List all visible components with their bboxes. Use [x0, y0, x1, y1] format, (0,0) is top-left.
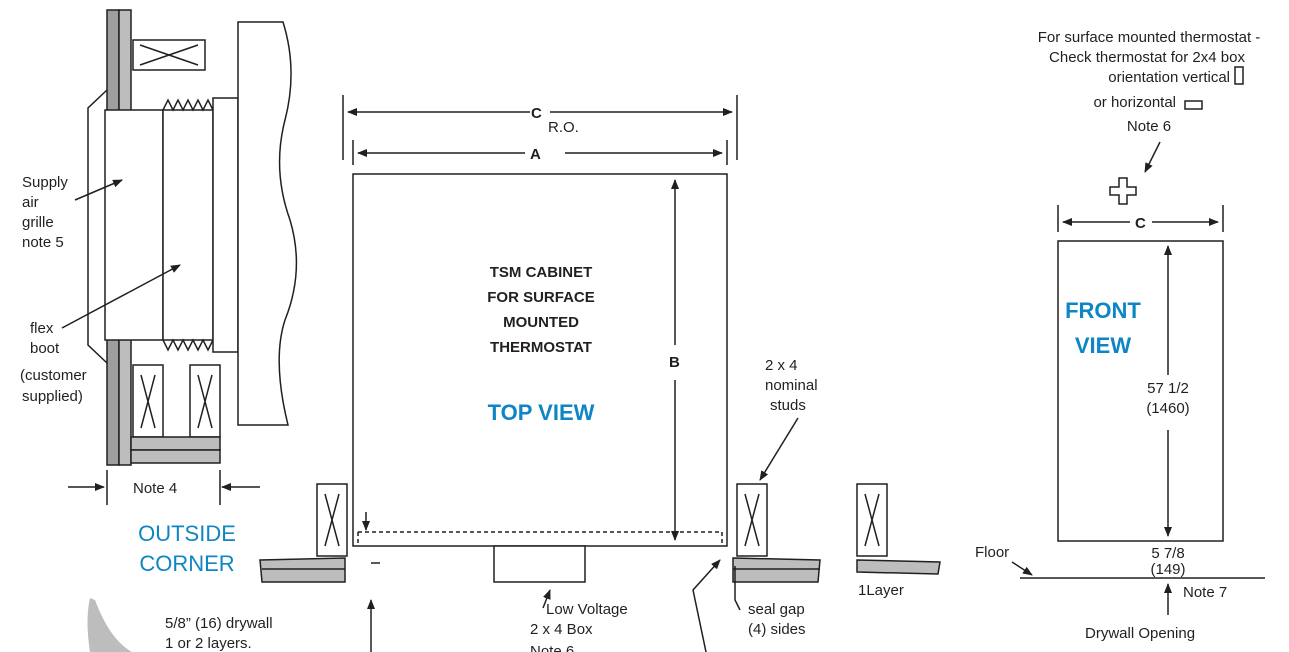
dim-b-label: B — [669, 354, 680, 371]
flex-boot-label-2: boot — [30, 340, 60, 357]
supply-grille-label-1: Supply — [22, 174, 68, 191]
studs-label-2: nominal — [765, 377, 818, 394]
low-voltage-label-1: Low Voltage — [546, 601, 628, 618]
dim-c-label: C — [531, 105, 542, 122]
stud-left — [316, 483, 348, 557]
outside-corner-title-1: OUTSIDE — [138, 521, 236, 546]
cabinet-title-3: MOUNTED — [503, 314, 579, 331]
thermostat-icon — [1109, 177, 1137, 205]
supply-grille-label-2: air — [22, 194, 39, 211]
front-dim-c-label: C — [1135, 215, 1146, 232]
base-label-1: 5 7/8 — [1151, 545, 1184, 562]
supply-grille-label-3: grille — [22, 214, 54, 231]
cabinet-title-1: TSM CABINET — [490, 264, 593, 281]
base-label-2: (149) — [1150, 561, 1185, 578]
top-view-detail — [259, 95, 941, 652]
low-voltage-label-3: Note 6 — [530, 643, 574, 652]
flex-boot-label-1: flex — [30, 320, 54, 337]
thermostat-note-2: Check thermostat for 2x4 box — [1049, 49, 1245, 66]
dim-a-label: A — [530, 146, 541, 163]
grille-box — [104, 109, 164, 341]
drywall-opening-label: Drywall Opening — [1085, 625, 1195, 642]
one-layer-label: 1Layer — [858, 582, 904, 599]
front-view-detail — [1011, 66, 1265, 615]
seal-gap-label-1: seal gap — [748, 601, 805, 618]
studs-label-3: studs — [770, 397, 806, 414]
vertical-box-icon — [1234, 66, 1244, 85]
low-voltage-box — [493, 545, 586, 583]
horizontal-box-icon — [1184, 100, 1203, 110]
dim-ro-label: R.O. — [548, 119, 579, 136]
top-view-title: TOP VIEW — [488, 400, 595, 425]
note7-label: Note 7 — [1183, 584, 1227, 601]
outside-corner-title-2: CORNER — [139, 551, 234, 576]
thermostat-note-4: or horizontal — [1093, 94, 1176, 111]
studs-label-1: 2 x 4 — [765, 357, 798, 374]
tsm-cabinet — [352, 173, 728, 547]
drywall-label-2: 1 or 2 layers. — [165, 635, 252, 652]
stud-top — [132, 39, 206, 71]
note4-label: Note 4 — [133, 480, 177, 497]
front-view-title-2: VIEW — [1075, 333, 1131, 358]
front-view-cabinet — [1057, 240, 1224, 542]
outside-corner-detail — [61, 9, 298, 652]
thermostat-note-1: For surface mounted thermostat - — [1038, 29, 1261, 46]
flex-boot — [162, 109, 214, 341]
seal-gap-label-2: (4) sides — [748, 621, 806, 638]
height-label-2: (1460) — [1146, 400, 1189, 417]
cabinet-title-2: FOR SURFACE — [487, 289, 595, 306]
drywall-label-1: 5/8” (16) drywall — [165, 615, 273, 632]
front-view-title-1: FRONT — [1065, 298, 1141, 323]
thermostat-note-5: Note 6 — [1127, 118, 1171, 135]
height-label-1: 57 1/2 — [1147, 380, 1189, 397]
supply-grille-label-4: note 5 — [22, 234, 64, 251]
floor-label: Floor — [975, 544, 1009, 561]
flex-boot-label-3: (customer — [20, 367, 87, 384]
cabinet-title-4: THERMOSTAT — [490, 339, 592, 356]
cabinet-edge — [237, 21, 298, 426]
flex-boot-label-4: supplied) — [22, 388, 83, 405]
low-voltage-label-2: 2 x 4 Box — [530, 621, 593, 638]
thermostat-note-3: orientation vertical — [1108, 69, 1230, 86]
